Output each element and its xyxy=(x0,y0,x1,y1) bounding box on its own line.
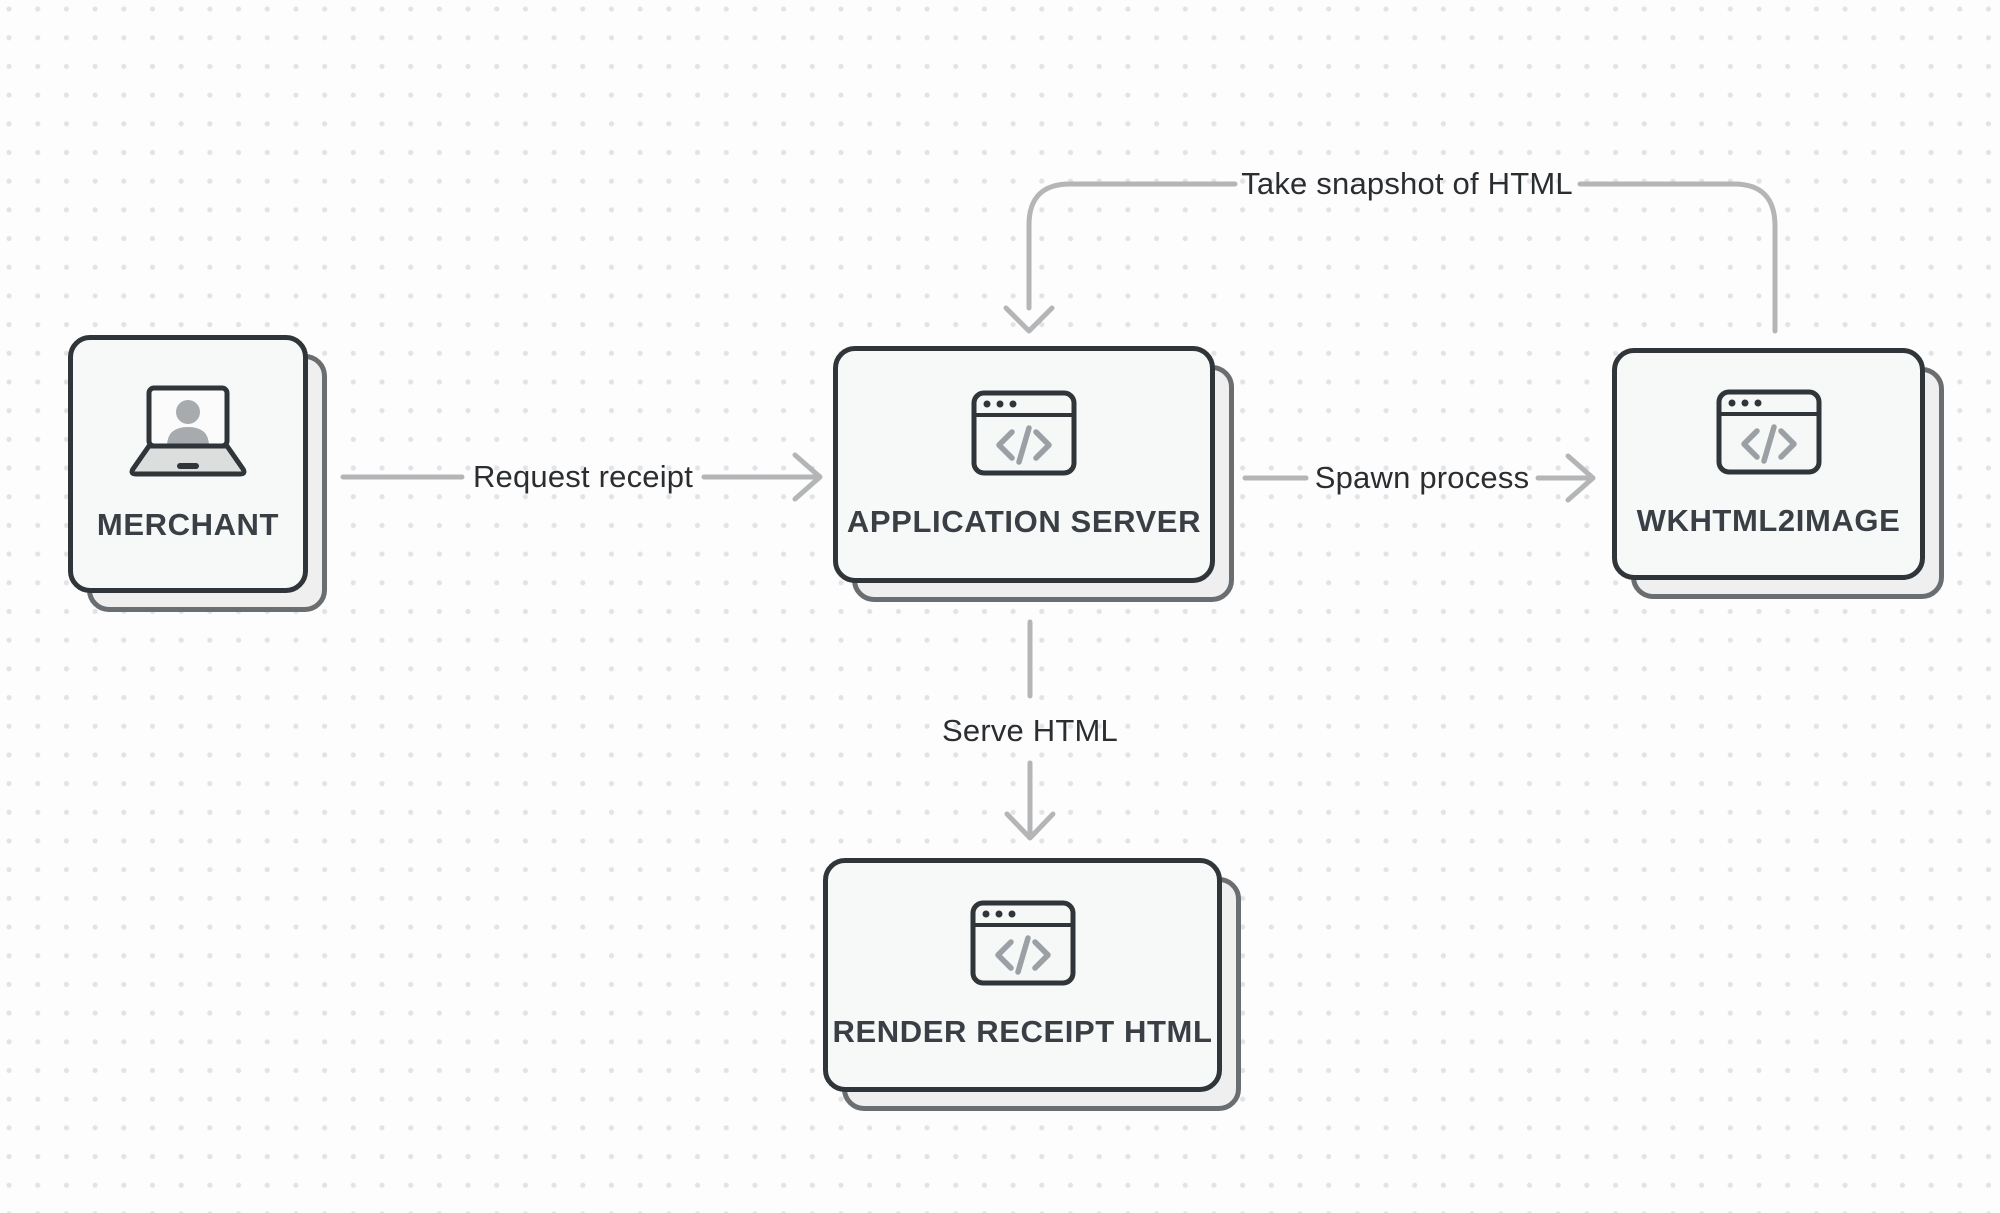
node-label-render-receipt-html: RENDER RECEIPT HTML xyxy=(832,1014,1213,1049)
node-merchant: MERCHANT xyxy=(68,335,327,612)
node-label-wkhtml2image: WKHTML2IMAGE xyxy=(1636,503,1901,538)
node-label-merchant: MERCHANT xyxy=(96,507,280,542)
edge-request-receipt-arrowhead xyxy=(792,452,823,502)
edge-label-request-receipt: Request receipt xyxy=(472,459,694,494)
laptop-user-icon xyxy=(129,385,247,477)
code-browser-icon xyxy=(1716,389,1821,475)
code-browser-icon xyxy=(970,900,1075,986)
edge-take-snapshot-line-left xyxy=(1026,181,1238,311)
node-label-application-server: APPLICATION SERVER xyxy=(846,503,1202,539)
edge-take-snapshot-arrowhead xyxy=(1003,305,1055,334)
edge-spawn-process-arrowhead xyxy=(1565,453,1596,503)
node-wkhtml2image: WKHTML2IMAGE xyxy=(1612,348,1944,599)
node-render-receipt-html: RENDER RECEIPT HTML xyxy=(823,858,1241,1111)
edge-label-spawn-process: Spawn process xyxy=(1314,460,1530,495)
edge-label-take-snapshot: Take snapshot of HTML xyxy=(1241,166,1573,201)
edge-label-serve-html: Serve HTML xyxy=(942,713,1118,748)
code-browser-icon xyxy=(971,390,1077,475)
node-application-server: APPLICATION SERVER xyxy=(833,346,1234,602)
edge-take-snapshot-line-right xyxy=(1577,181,1778,334)
edge-serve-html-arrowhead xyxy=(1004,811,1056,841)
